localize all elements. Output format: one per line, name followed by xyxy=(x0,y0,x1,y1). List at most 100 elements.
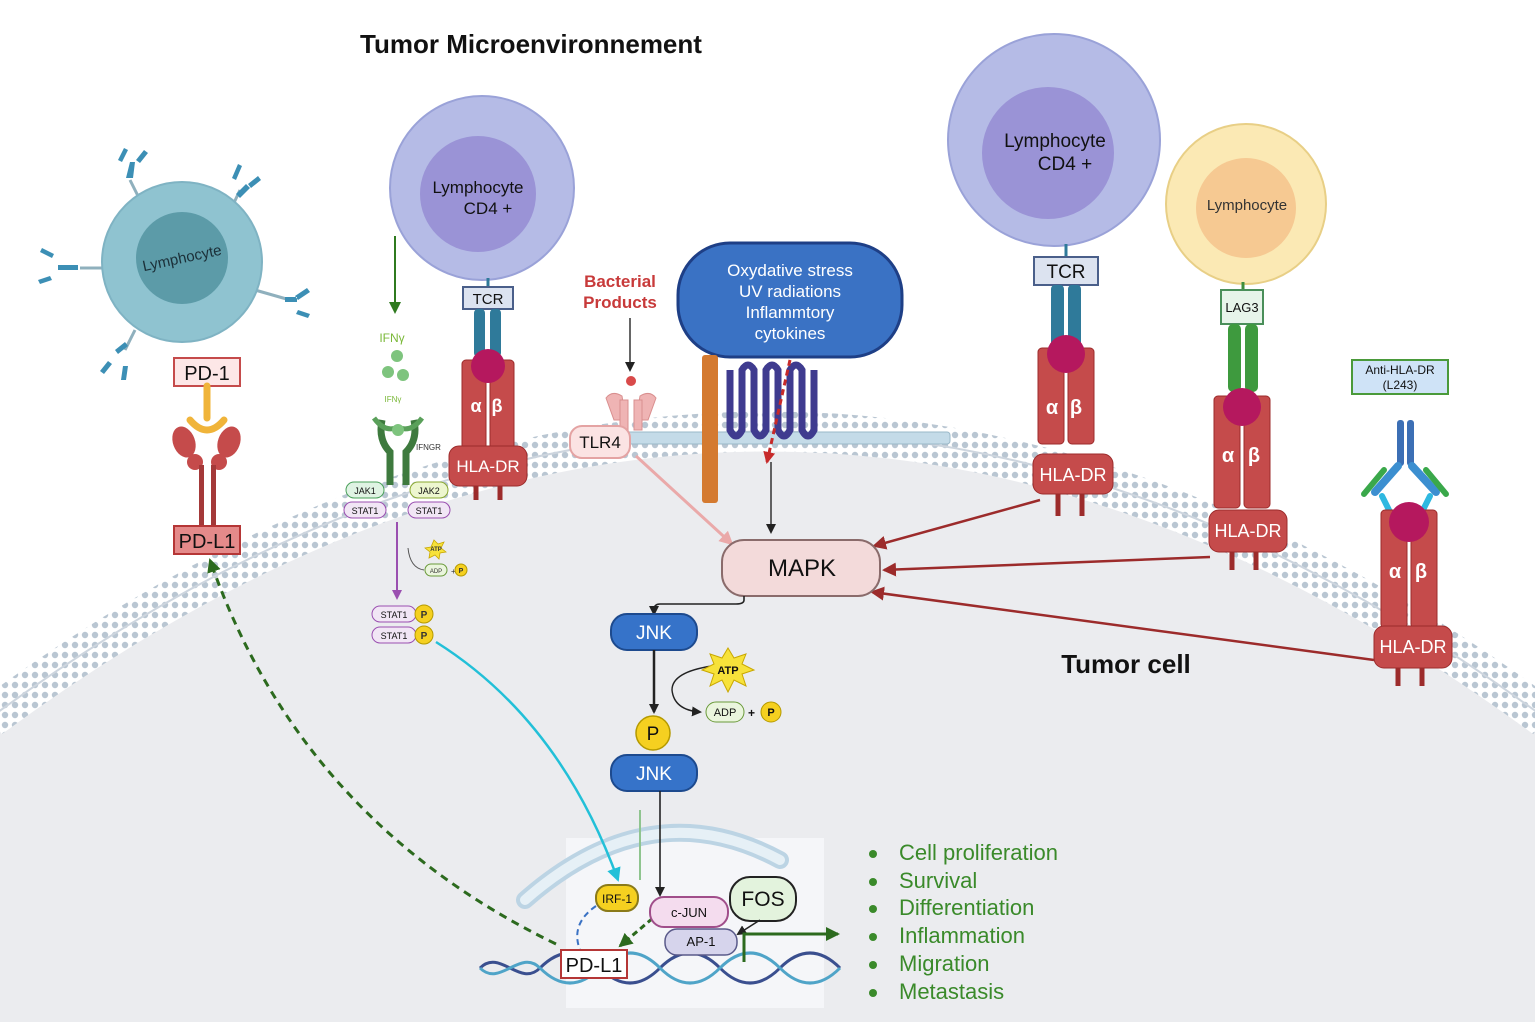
hla-dr-left xyxy=(448,349,528,500)
jnk-p-box xyxy=(610,754,698,792)
plus-label: + xyxy=(748,706,755,720)
tlr4-to-mapk-arrow xyxy=(634,454,734,546)
ap1-label: AP-1 xyxy=(687,934,716,949)
anti-hla-dr-antibody-icon xyxy=(1361,420,1449,515)
lag3-box xyxy=(1220,289,1264,325)
tcr-left-label: TCR xyxy=(473,291,504,308)
atp-small-icon xyxy=(424,539,447,560)
p-free-icon xyxy=(760,701,782,723)
p-free-label: P xyxy=(767,707,774,719)
stress-penetration-arrow xyxy=(763,359,792,464)
hla-dr-right-1 xyxy=(1032,335,1114,516)
jak1-box xyxy=(345,481,385,499)
hla-r3-beta: β xyxy=(1415,561,1427,583)
hla-r2-to-mapk-arrow xyxy=(882,555,1211,577)
bacterial-label-1: Bacterial xyxy=(584,272,656,291)
hla-r3-alpha: α xyxy=(1389,561,1402,583)
stress-line-2: UV radiations xyxy=(739,282,841,301)
jnk-label: JNK xyxy=(636,623,672,644)
hla-r1-to-mapk-arrow xyxy=(872,498,1041,550)
hla-r1-alpha: α xyxy=(1046,397,1059,419)
atp-label: ATP xyxy=(717,665,738,677)
pdl1-membrane-box xyxy=(173,525,241,555)
stat1-left-label: STAT1 xyxy=(352,506,379,516)
lymphocyte-left: Lymphocyte xyxy=(38,148,310,380)
lymphocyte-right-label: Lymphocyte xyxy=(1207,197,1287,214)
cjun-box xyxy=(649,896,729,928)
hla-r3-to-mapk-arrow xyxy=(870,586,1375,662)
p-stat1-label-2: P xyxy=(421,631,428,642)
lymphocyte-right: Lymphocyte xyxy=(1165,123,1327,285)
jak2-box xyxy=(409,481,449,499)
tlr4-receptor xyxy=(605,392,657,431)
hla-left-alpha: α xyxy=(470,396,481,416)
stat1-right-label: STAT1 xyxy=(416,506,443,516)
outcome-survival: Survival xyxy=(899,868,977,893)
anti-hla-dr-label-2: (L243) xyxy=(1383,378,1418,392)
jak2-label: JAK2 xyxy=(418,486,440,496)
cd4-left-label-1: Lymphocyte xyxy=(432,178,523,197)
p-jnk-label: P xyxy=(647,724,660,745)
mapk-to-jnk-arrow xyxy=(649,596,745,616)
stress-box xyxy=(676,241,904,359)
hla-left-label: HLA-DR xyxy=(456,457,519,476)
tcr-right-chain-a xyxy=(1051,285,1064,347)
hla-dr-right-3 xyxy=(1373,502,1453,686)
atp-small-label: ATP xyxy=(430,547,442,553)
irf1-label: IRF-1 xyxy=(602,892,632,906)
p-small-icon xyxy=(454,563,468,577)
cd4-left-label-2: CD4 + xyxy=(464,199,513,218)
diagram-title: Tumor Microenvironnement xyxy=(360,29,702,59)
hla-r2-label: HLA-DR xyxy=(1214,521,1281,541)
cd4-lymphocyte-right: Lymphocyte CD4 + xyxy=(947,33,1161,247)
hla-r2-beta: β xyxy=(1248,445,1260,467)
stat1-p-label-2: STAT1 xyxy=(381,631,408,641)
cjun-to-pdl1-arrow xyxy=(618,910,661,948)
mapk-box xyxy=(721,539,881,597)
jak1-label: JAK1 xyxy=(354,486,376,496)
transmembrane-orange-protein xyxy=(702,355,718,503)
p-stat1-icon-1 xyxy=(414,604,434,624)
adp-box xyxy=(705,701,745,723)
ap1-box xyxy=(664,928,738,956)
gpcr-receptor xyxy=(726,361,818,440)
outcome-cell-proliferation: Cell proliferation xyxy=(899,840,1058,865)
anti-hla-dr-box xyxy=(1351,359,1449,395)
tcr-left-box xyxy=(462,286,514,310)
pdl1-membrane-receptor xyxy=(172,426,241,527)
antibody-icon xyxy=(38,148,310,380)
lag3-chain-a xyxy=(1228,324,1241,392)
stress-line-3: Inflammtory xyxy=(746,303,835,322)
lag3-chain-b xyxy=(1245,324,1258,392)
ifng-molecules-icon xyxy=(382,350,409,381)
lag3-label: LAG3 xyxy=(1225,300,1258,315)
ifngr-label: IFNGR xyxy=(416,443,441,452)
tcr-left-chain-b xyxy=(490,309,501,357)
stat1-left-box xyxy=(343,501,387,519)
outcome-migration: Migration xyxy=(899,951,989,976)
atp-consumption-arrow xyxy=(671,665,713,717)
hla-r1-label: HLA-DR xyxy=(1039,465,1106,485)
pdl1-gene-label: PD-L1 xyxy=(566,955,623,977)
hla-r2-alpha: α xyxy=(1222,445,1235,467)
anti-hla-dr-label-1: Anti-HLA-DR xyxy=(1365,363,1435,377)
dna-icon xyxy=(478,951,842,985)
cjun-label: c-JUN xyxy=(671,905,707,920)
pdl1-expression-arrow xyxy=(207,558,557,946)
pd1-receptor xyxy=(186,382,228,434)
tlr4-box xyxy=(569,425,631,459)
p-stat1-icon-2 xyxy=(414,625,434,645)
outcome-differentiation: Differentiation xyxy=(899,895,1034,920)
atp-icon xyxy=(700,647,756,694)
ifng-large-label: IFNγ xyxy=(379,331,404,345)
pd1-label: PD-1 xyxy=(184,363,230,385)
ifngr-receptor xyxy=(371,416,425,485)
cd4-right-label-1: Lymphocyte xyxy=(1004,131,1106,152)
plus-small: + xyxy=(451,567,456,576)
bacterial-label-2: Products xyxy=(583,293,657,312)
fos-label: FOS xyxy=(741,888,784,911)
stat1-right-box xyxy=(407,501,451,519)
stress-line-4: cytokines xyxy=(755,324,826,343)
